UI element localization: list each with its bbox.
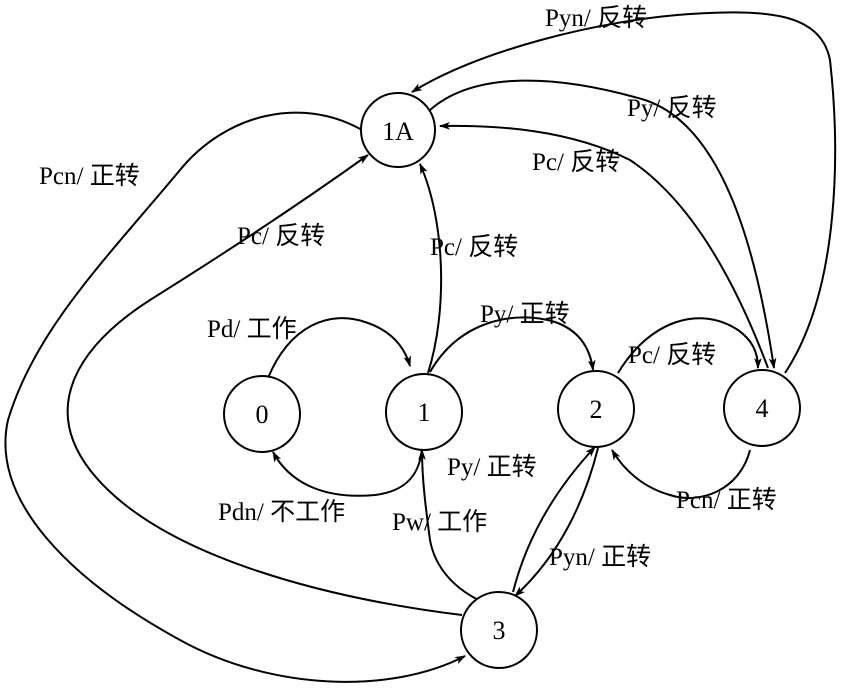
edge-label-1A-3: Pcn/ 正转	[39, 162, 140, 190]
state-node-0: 0	[223, 375, 301, 453]
edge-label-1-2: Py/ 正转	[480, 300, 570, 328]
state-node-2: 2	[557, 370, 635, 448]
state-node-1A: 1A	[360, 92, 436, 168]
edge-label-4-1A-inner: Pc/ 反转	[532, 148, 620, 176]
edge-label-1A-4: Py/ 反转	[627, 94, 717, 122]
state-node-3: 3	[460, 591, 538, 669]
edge-label-1-1A: Pc/ 反转	[430, 233, 518, 261]
edge-label-3-2: Py/ 正转	[447, 453, 537, 481]
state-label-3: 3	[493, 616, 506, 645]
edge-4-to-1A-inner	[438, 121, 769, 369]
edge-label-3-1A: Pc/ 反转	[237, 222, 325, 250]
edge-1-to-0	[272, 446, 423, 497]
state-label-0: 0	[256, 400, 269, 429]
edge-0-to-1	[267, 317, 411, 379]
edge-label-4-1A-outer: Pyn/ 反转	[545, 4, 647, 32]
edge-label-1-0: Pdn/ 不工作	[218, 498, 345, 526]
edge-label-4-2: Pcn/ 正转	[676, 486, 777, 514]
state-node-1: 1	[385, 373, 463, 451]
edge-1-to-2	[429, 316, 596, 373]
state-node-4: 4	[723, 369, 801, 447]
edge-label-2-4: Pc/ 反转	[628, 341, 716, 369]
edge-2-to-4	[617, 317, 762, 374]
edge-2-to-3	[514, 447, 599, 597]
edge-label-2-3: Pyn/ 正转	[549, 543, 651, 571]
transitions	[4, 11, 837, 683]
edge-1A-to-4	[429, 79, 777, 370]
edge-label-0-1: Pd/ 工作	[207, 315, 297, 343]
edge-3-to-2	[512, 446, 596, 593]
edge-4-to-1A-outer	[411, 11, 837, 374]
state-label-4: 4	[756, 394, 769, 423]
edge-label-3-1: Pw/ 工作	[392, 508, 487, 536]
edge-1-to-1A	[419, 162, 443, 374]
state-label-1A: 1A	[382, 117, 414, 146]
transition-labels: Pd/ 工作 Pdn/ 不工作 Pc/ 反转 Py/ 正转 Pc/ 反转 Pcn…	[39, 4, 777, 571]
edge-3-to-1	[418, 448, 486, 604]
edge-1A-to-3	[4, 111, 466, 683]
state-label-1: 1	[418, 398, 431, 427]
state-label-2: 2	[590, 395, 603, 424]
edge-4-to-2	[611, 449, 751, 499]
states: 0 1 1A 2 3 4	[223, 92, 801, 669]
edge-3-to-1A	[66, 154, 463, 616]
